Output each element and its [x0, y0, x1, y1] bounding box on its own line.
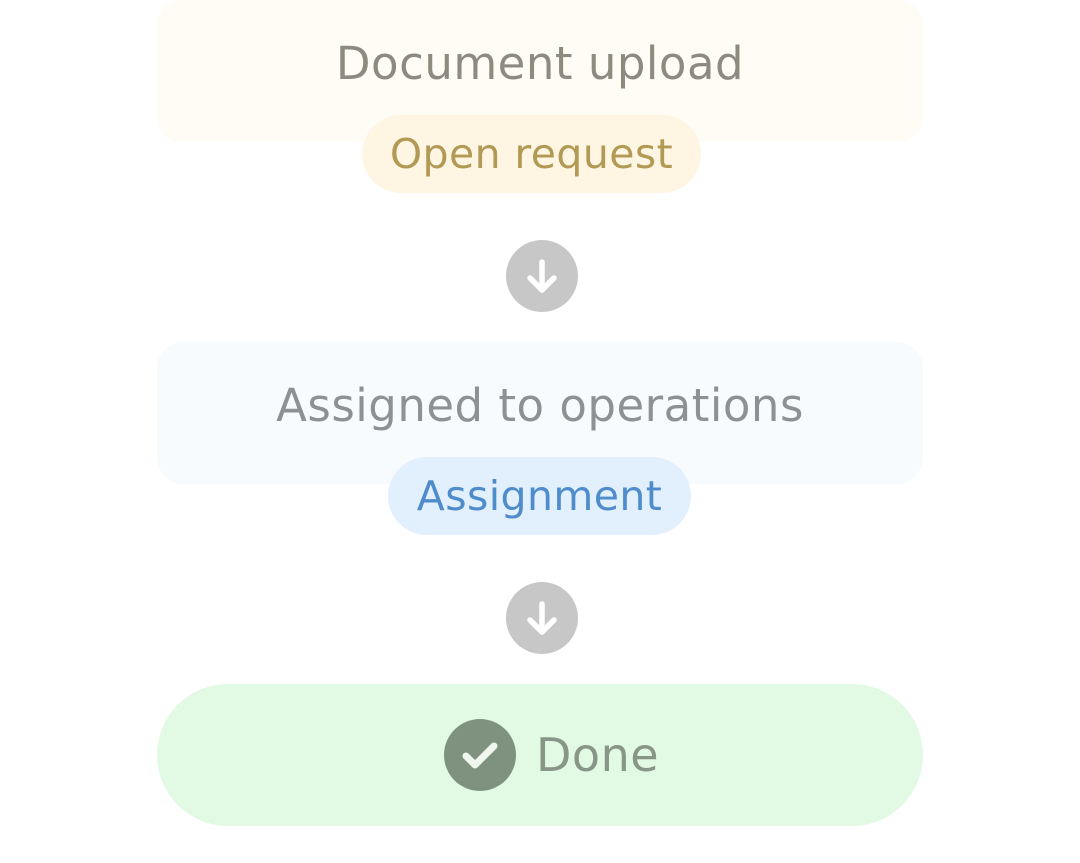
status-badge-open-request: Open request [362, 115, 701, 193]
done-label: Done [536, 728, 660, 782]
check-circle-icon [444, 719, 516, 791]
step-title: Assigned to operations [276, 379, 804, 432]
arrow-down-icon [506, 582, 578, 654]
status-badge-assignment: Assignment [388, 457, 691, 535]
arrow-down-icon [506, 240, 578, 312]
done-step [157, 684, 923, 826]
step-title: Document upload [335, 37, 745, 90]
